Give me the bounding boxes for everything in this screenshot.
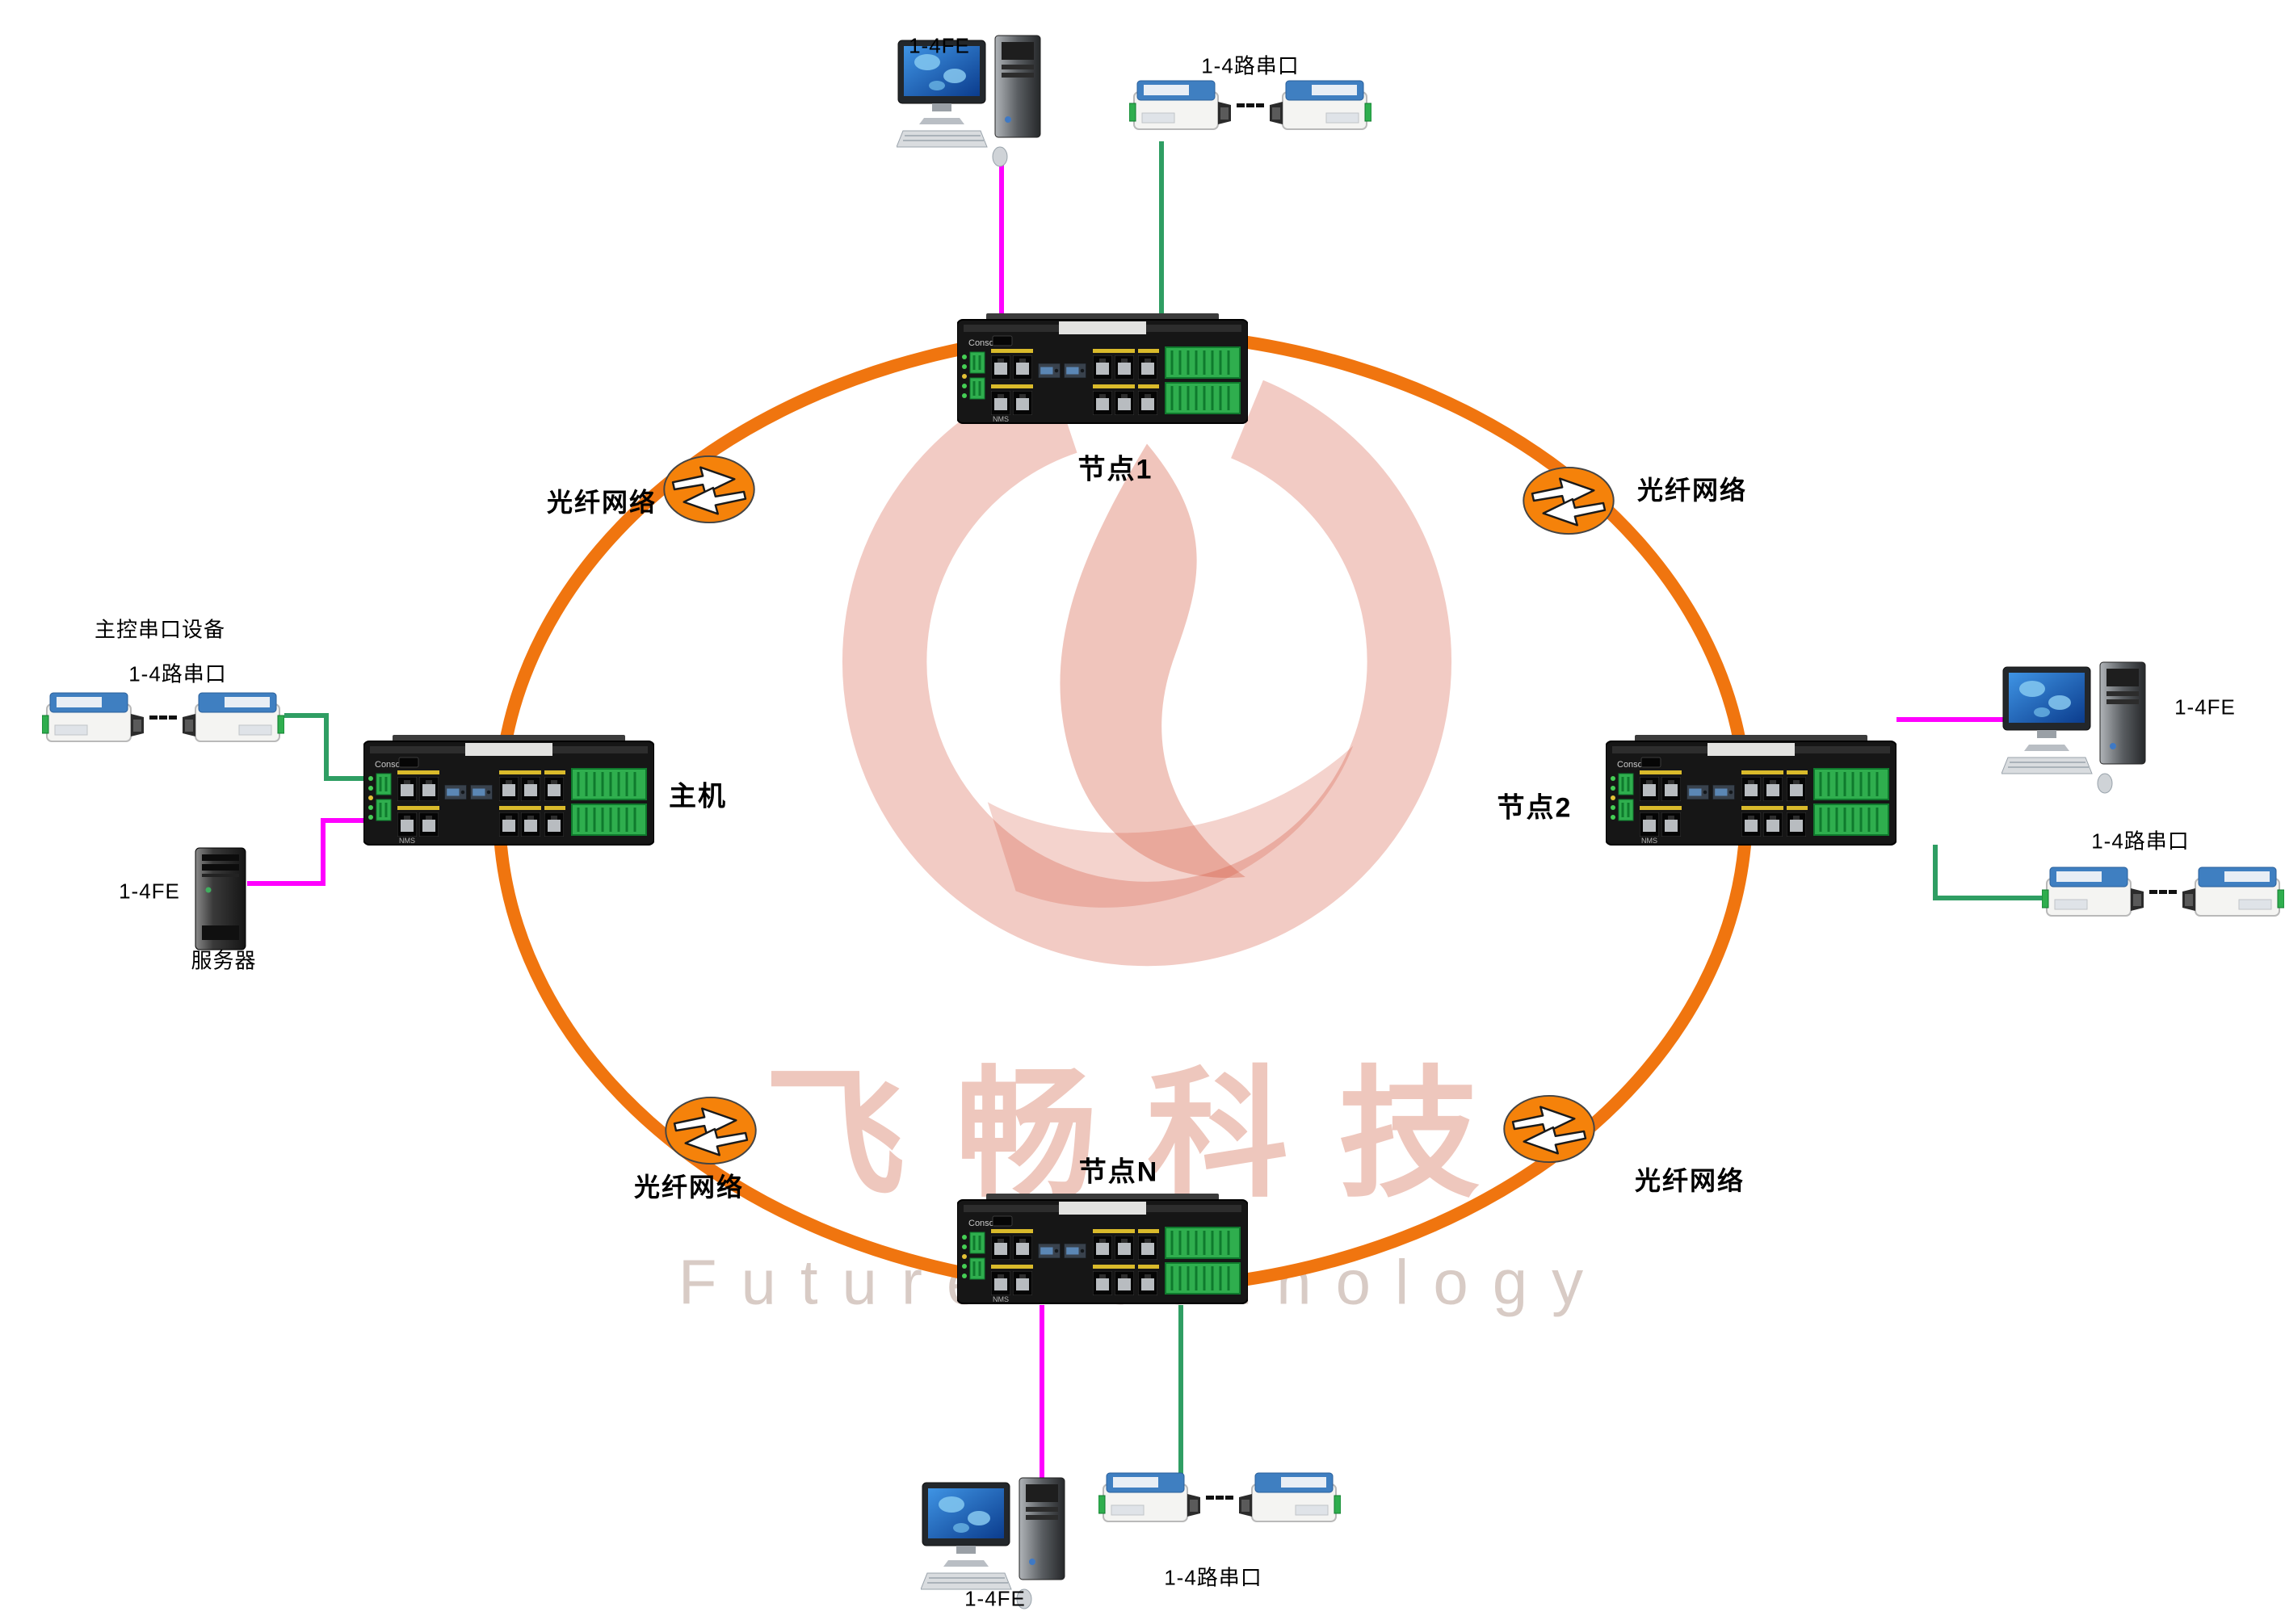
fiber-arrows-icon bbox=[661, 454, 758, 525]
node2-label: 节点2 bbox=[1497, 792, 1573, 824]
serial-converter-icon bbox=[179, 683, 284, 751]
serial-left-label: 1-4路串口 bbox=[128, 661, 227, 686]
computer-icon bbox=[2001, 661, 2171, 799]
serial-link-right bbox=[1933, 845, 2045, 900]
serial-dashed-link bbox=[2149, 889, 2177, 894]
server-icon bbox=[192, 846, 249, 951]
industrial-switch-icon bbox=[957, 1194, 1248, 1307]
serial-device-pair-left-master bbox=[42, 683, 284, 751]
serial-device-pair-top bbox=[1129, 71, 1371, 139]
serial-device-pair-bottom bbox=[1098, 1463, 1341, 1531]
fiber-network-icon-top-left bbox=[661, 454, 758, 529]
fiber-arrows-icon bbox=[662, 1095, 759, 1166]
fiber-network-label-top-right: 光纤网络 bbox=[1636, 476, 1748, 505]
pc-link-left bbox=[247, 818, 365, 886]
fiber-network-label-bottom-right: 光纤网络 bbox=[1634, 1166, 1745, 1195]
switch-host bbox=[363, 735, 654, 852]
fiber-arrows-icon bbox=[1501, 1093, 1598, 1164]
fiber-network-label-top-left: 光纤网络 bbox=[546, 488, 657, 517]
server-label: 服务器 bbox=[191, 948, 257, 973]
switch-node2 bbox=[1606, 735, 1896, 852]
pc-bottom-label: 1-4FE bbox=[964, 1586, 1026, 1611]
serial-right-label: 1-4路串口 bbox=[2091, 829, 2190, 854]
serial-link-left bbox=[284, 713, 365, 781]
fiber-network-icon-top-right bbox=[1520, 465, 1617, 540]
switch-nodeN bbox=[957, 1194, 1248, 1311]
master-serial-device-label: 主控串口设备 bbox=[94, 617, 226, 642]
fiber-network-label-bottom-left: 光纤网络 bbox=[633, 1173, 745, 1202]
serial-bottom-label: 1-4路串口 bbox=[1164, 1565, 1262, 1590]
serial-converter-icon bbox=[2042, 858, 2147, 925]
pc-right bbox=[2001, 661, 2171, 804]
serial-converter-icon bbox=[42, 683, 147, 751]
fiber-network-icon-bottom-left bbox=[662, 1095, 759, 1170]
industrial-switch-icon bbox=[363, 735, 654, 848]
server bbox=[192, 846, 249, 955]
fiber-network-icon-bottom-right bbox=[1501, 1093, 1598, 1169]
host-label: 主机 bbox=[669, 781, 727, 812]
industrial-switch-icon bbox=[1606, 735, 1896, 848]
industrial-switch-icon bbox=[957, 313, 1248, 426]
serial-device-pair-right bbox=[2042, 858, 2284, 925]
server-fe-label: 1-4FE bbox=[119, 879, 180, 904]
serial-dashed-link bbox=[149, 715, 177, 720]
serial-top-label: 1-4路串口 bbox=[1201, 53, 1300, 78]
pc-top-label: 1-4FE bbox=[909, 33, 970, 58]
serial-converter-icon bbox=[1266, 71, 1371, 139]
serial-dashed-link bbox=[1206, 1495, 1233, 1500]
serial-dashed-link bbox=[1237, 103, 1264, 107]
switch-node1 bbox=[957, 313, 1248, 430]
serial-converter-icon bbox=[1236, 1463, 1341, 1531]
pc-right-label: 1-4FE bbox=[2174, 695, 2236, 720]
serial-converter-icon bbox=[1098, 1463, 1203, 1531]
serial-converter-icon bbox=[2179, 858, 2284, 925]
node1-label: 节点1 bbox=[1077, 454, 1153, 485]
serial-converter-icon bbox=[1129, 71, 1234, 139]
fiber-arrows-icon bbox=[1520, 465, 1617, 536]
nodeN-label: 节点N bbox=[1078, 1156, 1159, 1188]
